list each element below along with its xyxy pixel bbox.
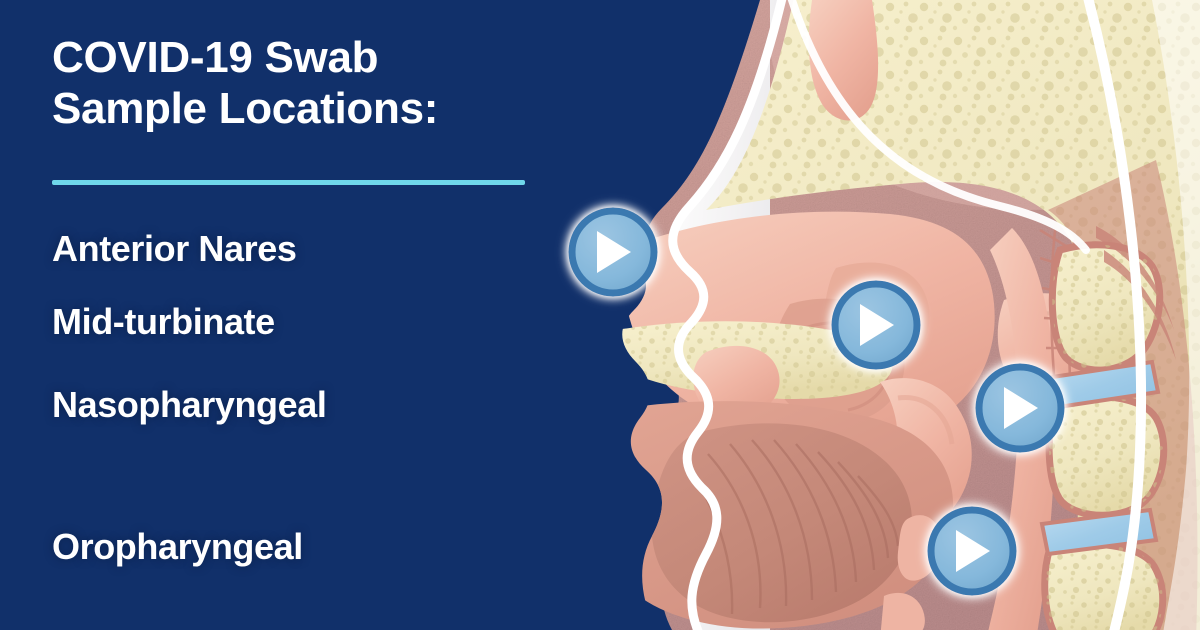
neck-skin-rim xyxy=(1152,0,1200,630)
marker-mid-turbinate[interactable] xyxy=(831,280,921,370)
arrow-right-icon xyxy=(1004,387,1038,429)
label-oropharyngeal[interactable]: Oropharyngeal xyxy=(52,526,303,567)
label-mid-turbinate[interactable]: Mid-turbinate xyxy=(52,301,275,342)
navy-mask xyxy=(0,0,760,630)
frontal-sinus xyxy=(808,0,879,121)
title-divider xyxy=(52,180,525,185)
label-nasopharyngeal[interactable]: Nasopharyngeal xyxy=(52,384,327,425)
face-profile-outline xyxy=(668,0,787,630)
arrow-right-icon xyxy=(860,304,894,346)
legend-panel: COVID-19 Swab Sample Locations: Anterior… xyxy=(0,0,560,630)
marker-nasopharyngeal[interactable] xyxy=(975,363,1065,453)
spinous-processes xyxy=(1096,226,1176,360)
cranium-outline xyxy=(787,0,1090,254)
epiglottis xyxy=(880,592,925,630)
marker-anterior-nares[interactable] xyxy=(568,207,658,297)
arrow-right-icon xyxy=(597,231,631,273)
posterior-outline xyxy=(1083,0,1147,630)
arrow-right-icon xyxy=(956,530,990,572)
label-anterior-nares[interactable]: Anterior Nares xyxy=(52,228,297,269)
page-title: COVID-19 Swab Sample Locations: xyxy=(52,33,439,134)
inferior-turbinate xyxy=(693,345,780,419)
marker-oropharyngeal[interactable] xyxy=(927,506,1017,596)
